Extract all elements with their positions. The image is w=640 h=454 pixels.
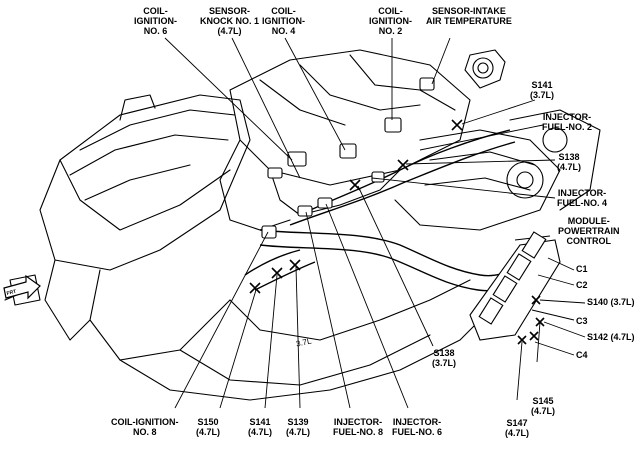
callout-s140: S140 (3.7L) <box>587 297 635 307</box>
callout-s141-3-7l: S141(3.7L) <box>530 80 555 100</box>
callout-s142: S142 (4.7L) <box>587 332 635 342</box>
callout-injector-fuel-no-2: INJECTOR-FUEL-NO. 2 <box>542 112 593 132</box>
leader-lines <box>164 37 586 409</box>
callout-c4: C4 <box>576 350 588 360</box>
components <box>261 77 435 239</box>
callout-injector-fuel-no-4: INJECTOR-FUEL-NO. 4 <box>557 188 608 208</box>
splice-markers <box>249 119 545 345</box>
callout-s139: S139(4.7L) <box>286 417 311 437</box>
front-arrow-icon <box>3 274 41 300</box>
powertrain-control-module <box>469 231 561 341</box>
callout-s138-4-7l: S138(4.7L) <box>557 152 582 172</box>
callout-coil-ignition-no-4: COIL-IGNITION-NO. 4 <box>262 6 305 36</box>
callout-c1: C1 <box>576 264 588 274</box>
front-arrow-label: FRT <box>6 289 17 297</box>
callout-s141-4-7l: S141(4.7L) <box>248 417 273 437</box>
callout-s145: S145(4.7L) <box>531 396 556 416</box>
callout-injector-fuel-no-8: INJECTOR-FUEL-NO. 8 <box>333 417 384 437</box>
callout-s150: S150(4.7L) <box>196 417 221 437</box>
callout-coil-ignition-no-6: COIL-IGNITION-NO. 6 <box>134 6 177 36</box>
callout-c2: C2 <box>576 280 588 290</box>
callout-s138-3-7l: S138(3.7L) <box>432 348 457 368</box>
callout-s147: S147(4.7L) <box>505 418 530 438</box>
callout-c3: C3 <box>576 316 588 326</box>
callout-coil-ignition-no-8: COIL-IGNITION-NO. 8 <box>111 417 179 437</box>
callout-injector-fuel-no-6: INJECTOR-FUEL-NO. 6 <box>392 417 443 437</box>
callout-coil-ignition-no-2: COIL-IGNITION-NO. 2 <box>369 6 412 36</box>
callout-sensor-knock-no-1: SENSOR-KNOCK NO. 1(4.7L) <box>200 6 260 36</box>
